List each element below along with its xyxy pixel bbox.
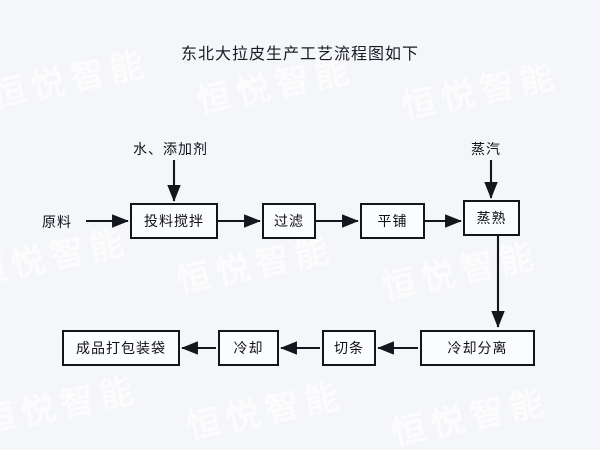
- label-raw-material: 原料: [42, 215, 72, 231]
- node-mixing[interactable]: 投料搅拌: [130, 203, 218, 239]
- node-filter[interactable]: 过滤: [262, 203, 316, 239]
- node-label: 冷却分离: [447, 341, 508, 357]
- node-cooling[interactable]: 冷却: [218, 330, 279, 366]
- node-cooling-separation[interactable]: 冷却分离: [420, 330, 535, 366]
- node-label: 平铺: [377, 214, 408, 230]
- label-vapor: 蒸汽: [471, 142, 501, 158]
- node-label: 切条: [334, 341, 364, 357]
- node-label: 投料搅拌: [144, 214, 204, 230]
- page-title: 东北大拉皮生产工艺流程图如下: [180, 44, 419, 63]
- node-steam[interactable]: 蒸熟: [463, 200, 520, 236]
- label-water-additive: 水、添加剂: [133, 142, 208, 158]
- node-label: 蒸熟: [476, 211, 507, 227]
- node-label: 冷却: [233, 341, 264, 357]
- node-label: 过滤: [274, 214, 304, 230]
- node-cutting[interactable]: 切条: [322, 330, 376, 366]
- node-spread[interactable]: 平铺: [360, 203, 425, 239]
- node-label: 成品打包装袋: [76, 341, 166, 357]
- node-packaging[interactable]: 成品打包装袋: [62, 330, 180, 366]
